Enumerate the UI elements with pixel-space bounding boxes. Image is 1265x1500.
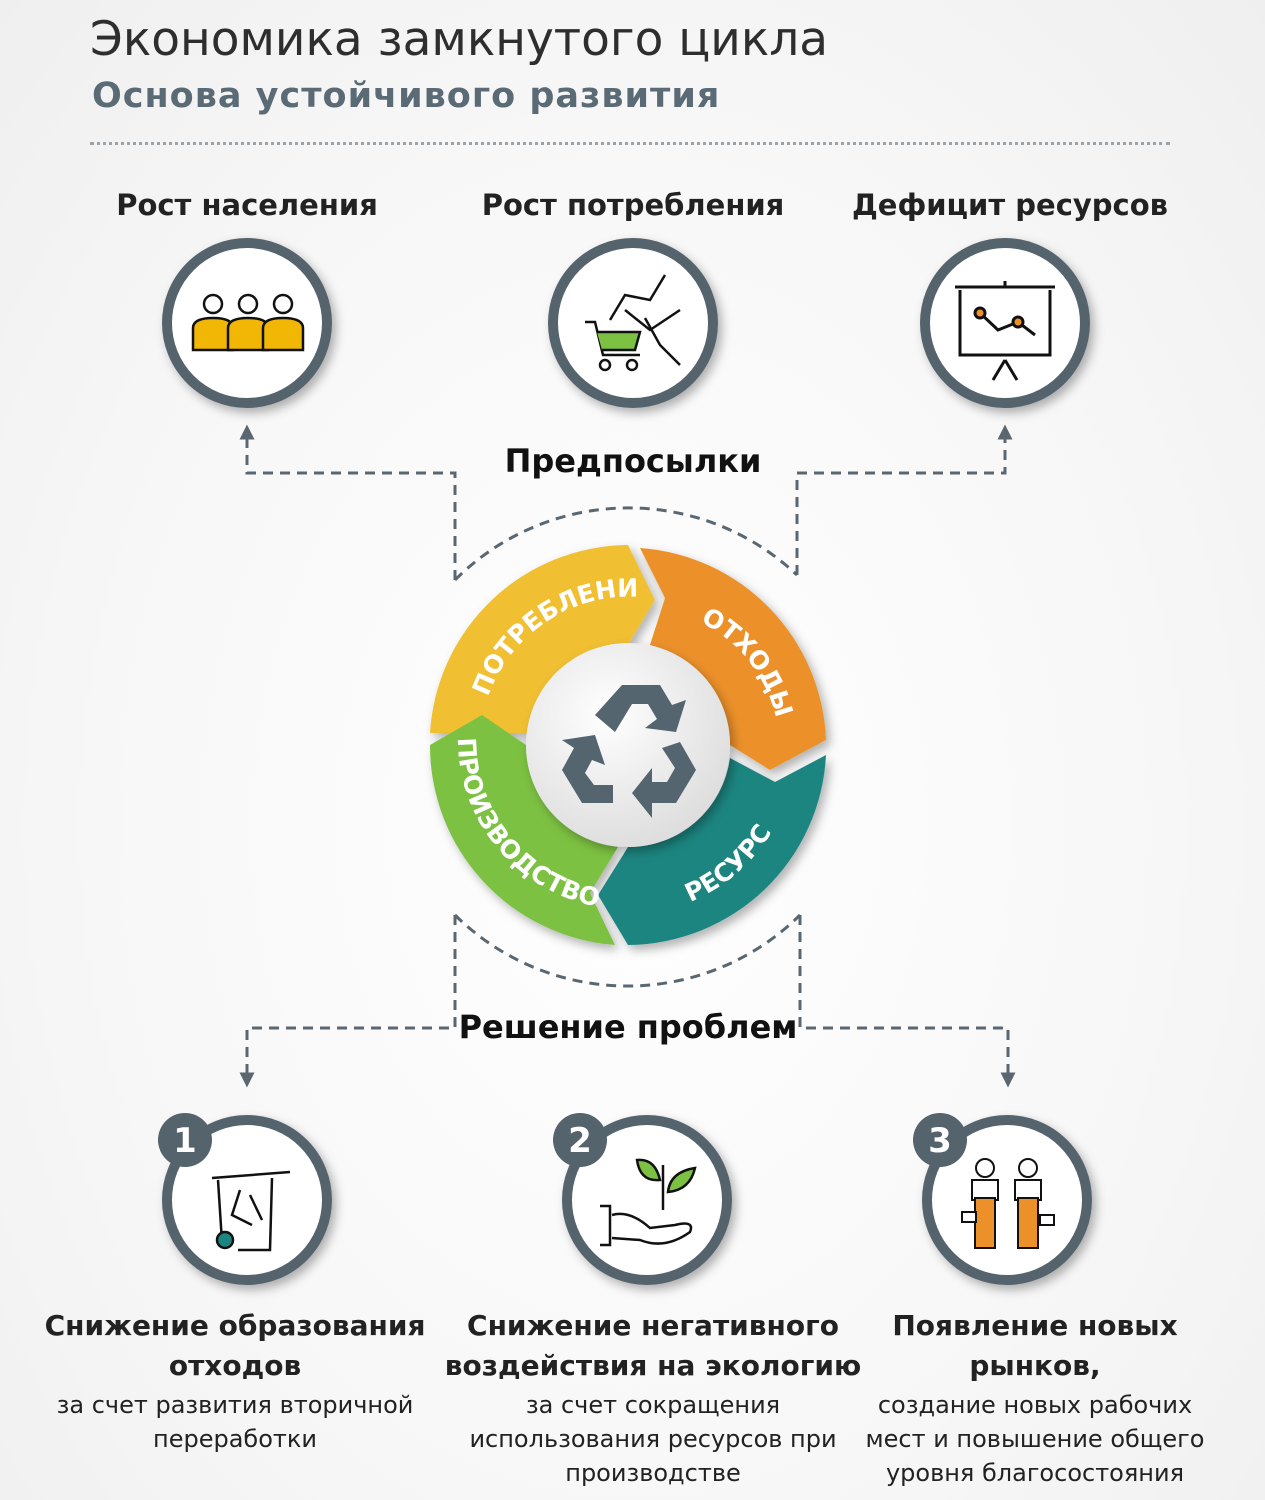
prereq-label-population: Рост населения — [116, 188, 378, 222]
center-disc — [526, 643, 730, 847]
people-icon — [191, 293, 305, 352]
solution-number-2: 2 — [568, 1121, 592, 1161]
plant-in-hand-icon — [600, 1158, 697, 1247]
solution-title-2: Снижение негативного воздействия на экол… — [444, 1309, 862, 1382]
solution-desc-2: за счет сокращения использования ресурсо… — [469, 1391, 837, 1487]
solution-number-1: 1 — [173, 1121, 197, 1161]
prereq-label-resources: Дефицит ресурсов — [851, 188, 1169, 222]
solution-desc-3: создание новых рабочих мест и повышение … — [865, 1391, 1205, 1487]
prerequisites-heading: Предпосылки — [504, 442, 762, 480]
solution-desc-1: за счет развития вторичной переработки — [56, 1391, 414, 1453]
solutions-heading: Решение проблем — [458, 1008, 798, 1046]
prereq-label-consumption: Рост потребления — [481, 188, 785, 222]
presentation-chart-icon — [955, 281, 1055, 381]
recycle-bin-icon — [211, 1170, 291, 1252]
recycle-icon — [562, 685, 696, 818]
connector-lines — [239, 424, 1016, 1088]
segment-consumption — [430, 545, 655, 733]
cycle-ring — [429, 545, 826, 945]
page-subtitle: Основа устойчивого развития — [92, 76, 721, 116]
segment-resource — [598, 755, 826, 945]
divider — [90, 142, 1170, 145]
segment-waste — [640, 548, 826, 770]
shopping-cart-growth-icon — [585, 274, 681, 372]
prereq-circles — [162, 238, 1090, 408]
segment-production — [429, 715, 618, 945]
solution-title-1: Снижение образования отходов — [44, 1309, 426, 1382]
solution-circles — [158, 1113, 1092, 1285]
solution-number-3: 3 — [928, 1121, 952, 1161]
page-title: Экономика замкнутого цикла — [90, 12, 829, 67]
solution-title-3: Появление новых рынков, — [892, 1309, 1178, 1382]
workers-icon — [961, 1158, 1055, 1249]
